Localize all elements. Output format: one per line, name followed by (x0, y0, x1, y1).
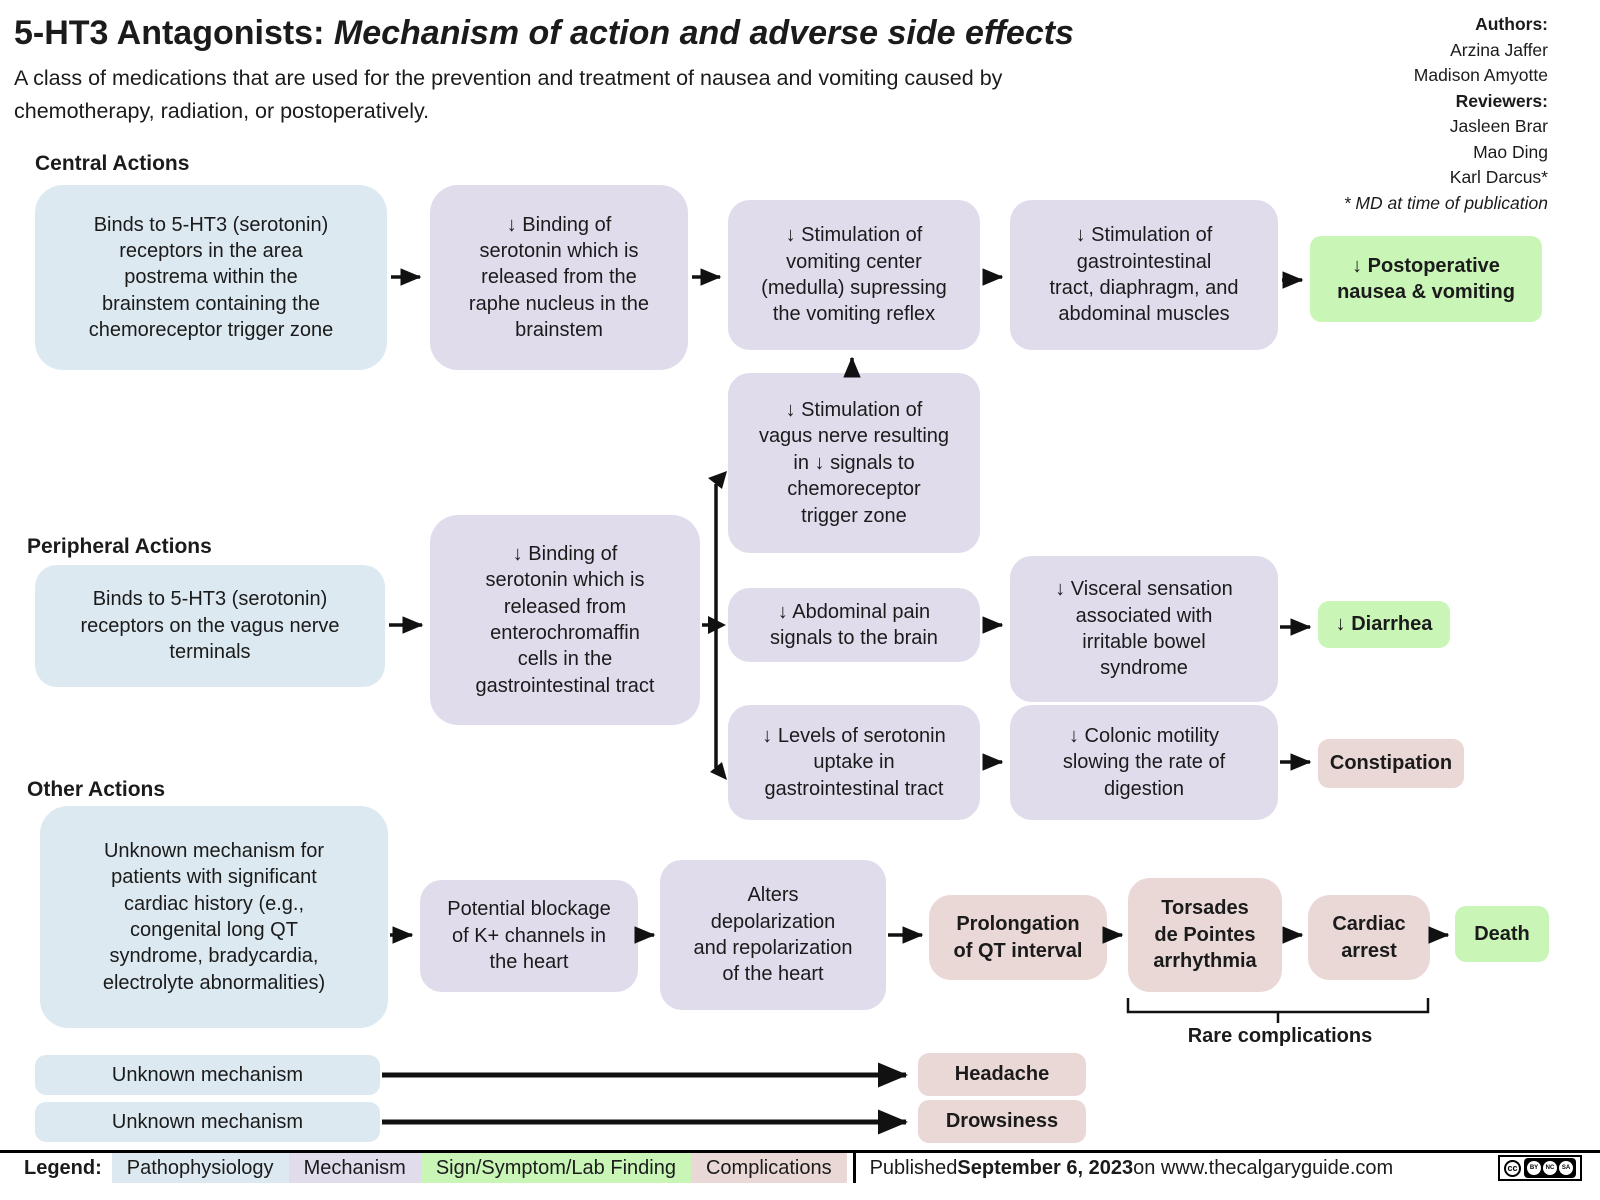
rare-complications-label: Rare complications (1187, 1025, 1373, 1047)
node-cardiac-arrest: Cardiac arrest (1308, 895, 1430, 980)
node-constipation: Constipation (1318, 739, 1464, 788)
cc-icon: cc (1504, 1159, 1521, 1177)
author-name: Madison Amyotte (1413, 65, 1548, 85)
published-site: on www.thecalgaryguide.com (1133, 1156, 1394, 1179)
node-abdominal-pain: ↓ Abdominal pain signals to the brain (728, 588, 980, 662)
cc-nc-icon: NC (1543, 1161, 1557, 1175)
legend-item-pathophysiology: Pathophysiology (111, 1153, 289, 1183)
cc-by-icon: BY (1527, 1161, 1541, 1175)
cc-by-nc-sa-icons: BY NC SA (1524, 1158, 1576, 1178)
legend-item-mechanism: Mechanism (288, 1153, 421, 1183)
page-subtitle: A class of medications that are used for… (14, 66, 1003, 124)
section-header-peripheral: Peripheral Actions (27, 535, 212, 558)
legend-item-sign-symptom: Sign/Symptom/Lab Finding (420, 1153, 691, 1183)
authors-label: Authors: (1475, 14, 1548, 34)
node-unknown-mechanism-1: Unknown mechanism (35, 1055, 380, 1095)
node-unknown-mechanism-2: Unknown mechanism (35, 1102, 380, 1142)
node-depolarization: Alters depolarization and repolarization… (660, 860, 886, 1010)
legend-label: Legend: (24, 1156, 102, 1179)
published-date: September 6, 2023 (957, 1156, 1134, 1179)
node-enterochromaffin: ↓ Binding of serotonin which is released… (430, 515, 700, 725)
node-gi-stimulation: ↓ Stimulation of gastrointestinal tract,… (1010, 200, 1278, 350)
section-header-other: Other Actions (27, 778, 166, 801)
reviewers-label: Reviewers: (1455, 90, 1548, 111)
node-death: Death (1455, 906, 1549, 962)
page-title-italic: Mechanism of action and adverse side eff… (333, 14, 1074, 52)
section-header-central: Central Actions (35, 152, 190, 175)
node-visceral-sensation: ↓ Visceral sensation associated with irr… (1010, 556, 1278, 702)
node-postop-nausea: ↓ Postoperative nausea & vomiting (1310, 236, 1542, 322)
node-vomiting-center: ↓ Stimulation of vomiting center (medull… (728, 200, 980, 350)
node-drowsiness: Drowsiness (918, 1100, 1086, 1143)
cc-sa-icon: SA (1559, 1161, 1573, 1175)
node-qt-prolongation: Prolongation of QT interval (929, 895, 1107, 980)
page-title-prefix: 5-HT3 Antagonists: (14, 14, 334, 52)
reviewer-name: Karl Darcus* (1449, 167, 1548, 187)
credits-block: Authors: Arzina Jaffer Madison Amyotte R… (1344, 12, 1548, 216)
reviewer-name: Mao Ding (1473, 141, 1548, 162)
node-headache: Headache (918, 1053, 1086, 1096)
page-title: 5-HT3 Antagonists: Mechanism of action a… (14, 14, 1074, 53)
reviewer-name: Jasleen Brar (1449, 116, 1548, 136)
node-torsades: Torsades de Pointes arrhythmia (1128, 878, 1282, 992)
legend-bar: Legend: Pathophysiology Mechanism Sign/S… (0, 1150, 1600, 1183)
node-central-binds: Binds to 5-HT3 (serotonin) receptors in … (35, 185, 387, 370)
md-footnote: * MD at time of publication (1343, 192, 1548, 213)
node-peripheral-binds: Binds to 5-HT3 (serotonin) receptors on … (35, 565, 385, 687)
node-raphe-binding: ↓ Binding of serotonin which is released… (430, 185, 688, 370)
node-unknown-cardiac: Unknown mechanism for patients with sign… (40, 806, 388, 1028)
node-colonic-motility: ↓ Colonic motility slowing the rate of d… (1010, 705, 1278, 820)
published-prefix: Published (869, 1156, 958, 1179)
node-k-channel-blockage: Potential blockage of K+ channels in the… (420, 880, 638, 992)
cc-license-badge: cc BY NC SA (1498, 1155, 1582, 1181)
node-serotonin-uptake: ↓ Levels of serotonin uptake in gastroin… (728, 705, 980, 820)
author-name: Arzina Jaffer (1450, 39, 1548, 60)
node-vagus-stimulation: ↓ Stimulation of vagus nerve resulting i… (728, 373, 980, 553)
legend-item-complications: Complications (690, 1153, 847, 1183)
node-diarrhea: ↓ Diarrhea (1318, 601, 1450, 648)
published-line: Published September 6, 2023 on www.theca… (856, 1153, 1394, 1183)
legend-divider (852, 1153, 856, 1183)
